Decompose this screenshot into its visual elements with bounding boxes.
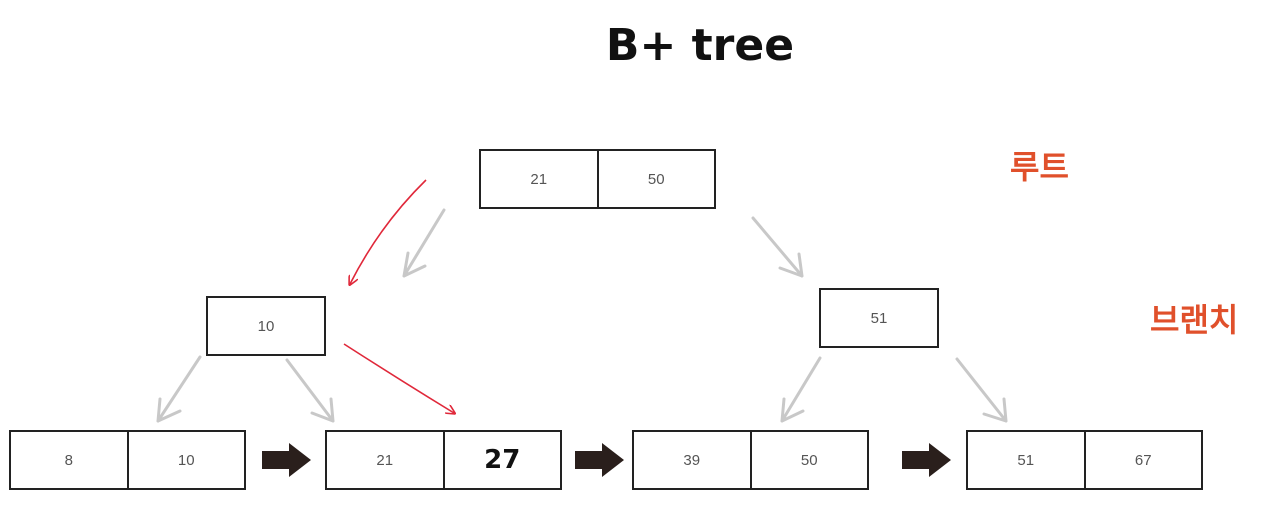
leaf-key: 39: [683, 451, 701, 469]
leaf-key: 8: [64, 451, 73, 469]
pointer-root-to-left-branch: [402, 208, 446, 278]
search-path-arrow-root-to-branch: [350, 179, 427, 284]
branch-key: 10: [257, 317, 275, 335]
pointer-right-branch-to-leaf-4: [955, 357, 1008, 423]
branch-node-left: 10: [206, 296, 326, 356]
pointer-right-branch-to-leaf-3: [780, 356, 822, 423]
pointer-root-to-right-branch: [751, 216, 804, 278]
branch-key: 51: [870, 309, 888, 327]
leaf-key: 67: [1083, 432, 1202, 488]
root-key: 21: [530, 170, 548, 188]
root-key: 50: [596, 151, 715, 207]
leaf-key: 50: [749, 432, 868, 488]
leaf-node-1: 8 10: [9, 430, 246, 490]
leaf-key: 10: [126, 432, 245, 488]
root-node: 21 50: [479, 149, 716, 209]
leaf-node-3: 39 50: [632, 430, 869, 490]
leaf-link-arrow-2: [575, 443, 624, 477]
leaf-node-4: 51 67: [966, 430, 1203, 490]
leaf-link-arrow-1: [262, 443, 311, 477]
pointer-left-branch-to-leaf-1: [156, 355, 202, 423]
root-level-label: 루트: [1010, 148, 1069, 186]
leaf-key-highlighted: 27: [442, 432, 561, 488]
leaf-key: 21: [376, 451, 394, 469]
leaf-link-arrow-3: [902, 443, 951, 477]
diagram-title: B+ tree: [605, 20, 795, 71]
leaf-node-2: 21 27: [325, 430, 562, 490]
branch-node-right: 51: [819, 288, 939, 348]
search-path-arrow-branch-to-leaf: [343, 343, 454, 413]
branch-level-label: 브랜치: [1150, 301, 1239, 339]
leaf-key: 51: [1017, 451, 1035, 469]
pointer-left-branch-to-leaf-2: [285, 358, 335, 423]
